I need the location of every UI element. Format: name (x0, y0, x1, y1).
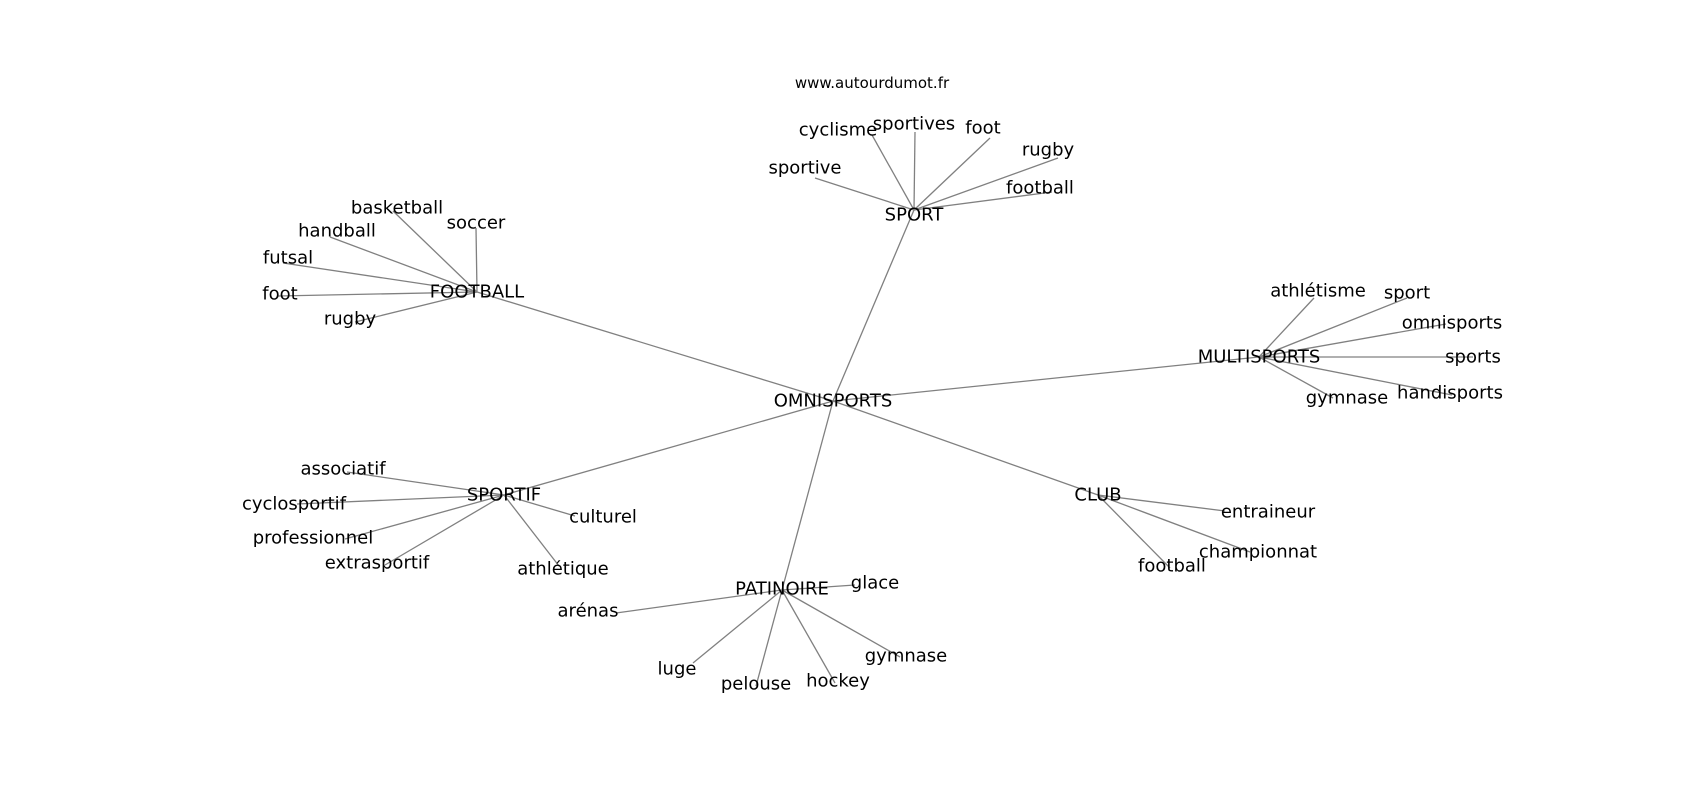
edge-center-sportif (503, 400, 834, 496)
edge-club-2 (1097, 494, 1171, 569)
edge-multisports-4 (1258, 356, 1453, 396)
word-node-patinoire-1: arénas (558, 601, 619, 622)
word-node-sport-5: football (1006, 178, 1074, 199)
word-node-patinoire-2: luge (658, 659, 697, 680)
edge-patinoire-1 (615, 589, 783, 614)
edge-football-3 (282, 262, 478, 293)
edge-center-multisports (832, 356, 1260, 402)
word-node-football-0: basketball (351, 198, 443, 219)
word-node-multisports-3: sports (1445, 347, 1501, 368)
word-node-sportif-1: cyclosportif (242, 494, 347, 515)
word-node-sportif-2: professionnel (253, 528, 374, 549)
edge-football-0 (392, 210, 478, 293)
edge-patinoire-2 (692, 589, 783, 664)
edge-multisports-2 (1258, 323, 1447, 358)
word-node-patinoire-4: hockey (806, 671, 870, 692)
edge-sportif-2 (344, 494, 505, 540)
site-watermark: www.autourdumot.fr (795, 74, 950, 92)
word-node-multisports-2: omnisports (1402, 313, 1503, 334)
word-node-patinoire-5: gymnase (865, 646, 948, 667)
edge-multisports-0 (1258, 297, 1315, 358)
edge-football-5 (354, 291, 478, 323)
edge-sport-0 (871, 134, 915, 211)
edge-sportif-3 (384, 494, 505, 566)
edge-center-patinoire (781, 400, 834, 591)
edge-sport-3 (913, 157, 1059, 211)
edge-patinoire-4 (781, 589, 836, 684)
edge-sport-4 (814, 177, 915, 211)
edge-sportif-5 (503, 494, 560, 567)
word-node-patinoire-0: glace (851, 573, 899, 594)
hub-node-patinoire: PATINOIRE (735, 579, 829, 600)
hub-node-sport: SPORT (885, 205, 945, 226)
hub-node-multisports: MULTISPORTS (1198, 347, 1321, 368)
word-node-football-3: futsal (263, 248, 313, 269)
word-node-club-1: championnat (1199, 542, 1317, 563)
word-node-sport-0: cyclisme (799, 120, 877, 141)
edge-patinoire-0 (781, 584, 856, 591)
word-node-club-2: football (1138, 556, 1206, 577)
word-node-patinoire-3: pelouse (721, 674, 791, 695)
edge-sport-5 (913, 191, 1053, 211)
edge-patinoire-3 (755, 589, 783, 687)
word-node-sport-2: foot (965, 118, 1000, 139)
edge-sport-2 (913, 137, 991, 211)
hub-node-sportif: SPORTIF (467, 485, 541, 506)
edge-center-club (832, 400, 1099, 496)
edge-club-1 (1097, 494, 1251, 553)
edge-center-sport (832, 209, 915, 402)
word-node-football-4: foot (262, 284, 297, 305)
word-node-sport-4: sportive (768, 158, 841, 179)
edge-multisports-5 (1258, 356, 1334, 399)
edge-patinoire-5 (781, 589, 901, 658)
word-node-sportif-3: extrasportif (325, 553, 430, 574)
edge-center-football (476, 291, 834, 402)
edge-sport-1 (913, 131, 916, 211)
word-node-sport-3: rugby (1022, 140, 1075, 161)
edge-football-2 (329, 236, 478, 293)
word-node-multisports-1: sport (1384, 283, 1430, 304)
word-node-sportif-4: culturel (569, 507, 637, 528)
edge-football-1 (475, 227, 478, 293)
edges-layer (277, 131, 1473, 687)
edge-multisports-1 (1258, 297, 1408, 358)
edge-sportif-1 (296, 494, 505, 505)
center-node: OMNISPORTS (774, 391, 893, 412)
edge-football-4 (277, 291, 478, 297)
word-node-multisports-0: athlétisme (1270, 281, 1366, 302)
word-node-football-2: handball (298, 221, 376, 242)
word-node-sportif-5: athlétique (517, 559, 609, 580)
edge-club-0 (1097, 494, 1226, 512)
word-node-football-5: rugby (324, 309, 377, 330)
word-node-multisports-4: handisports (1397, 383, 1503, 404)
word-node-club-0: entraineur (1221, 502, 1316, 523)
hub-node-football: FOOTBALL (430, 282, 524, 303)
edge-sportif-4 (503, 494, 576, 517)
word-node-multisports-5: gymnase (1306, 388, 1389, 409)
hub-node-club: CLUB (1074, 485, 1121, 506)
word-node-sport-1: sportives (873, 114, 955, 135)
word-node-football-1: soccer (447, 213, 506, 234)
edge-sportif-0 (346, 471, 505, 496)
word-node-sportif-0: associatif (300, 459, 386, 480)
